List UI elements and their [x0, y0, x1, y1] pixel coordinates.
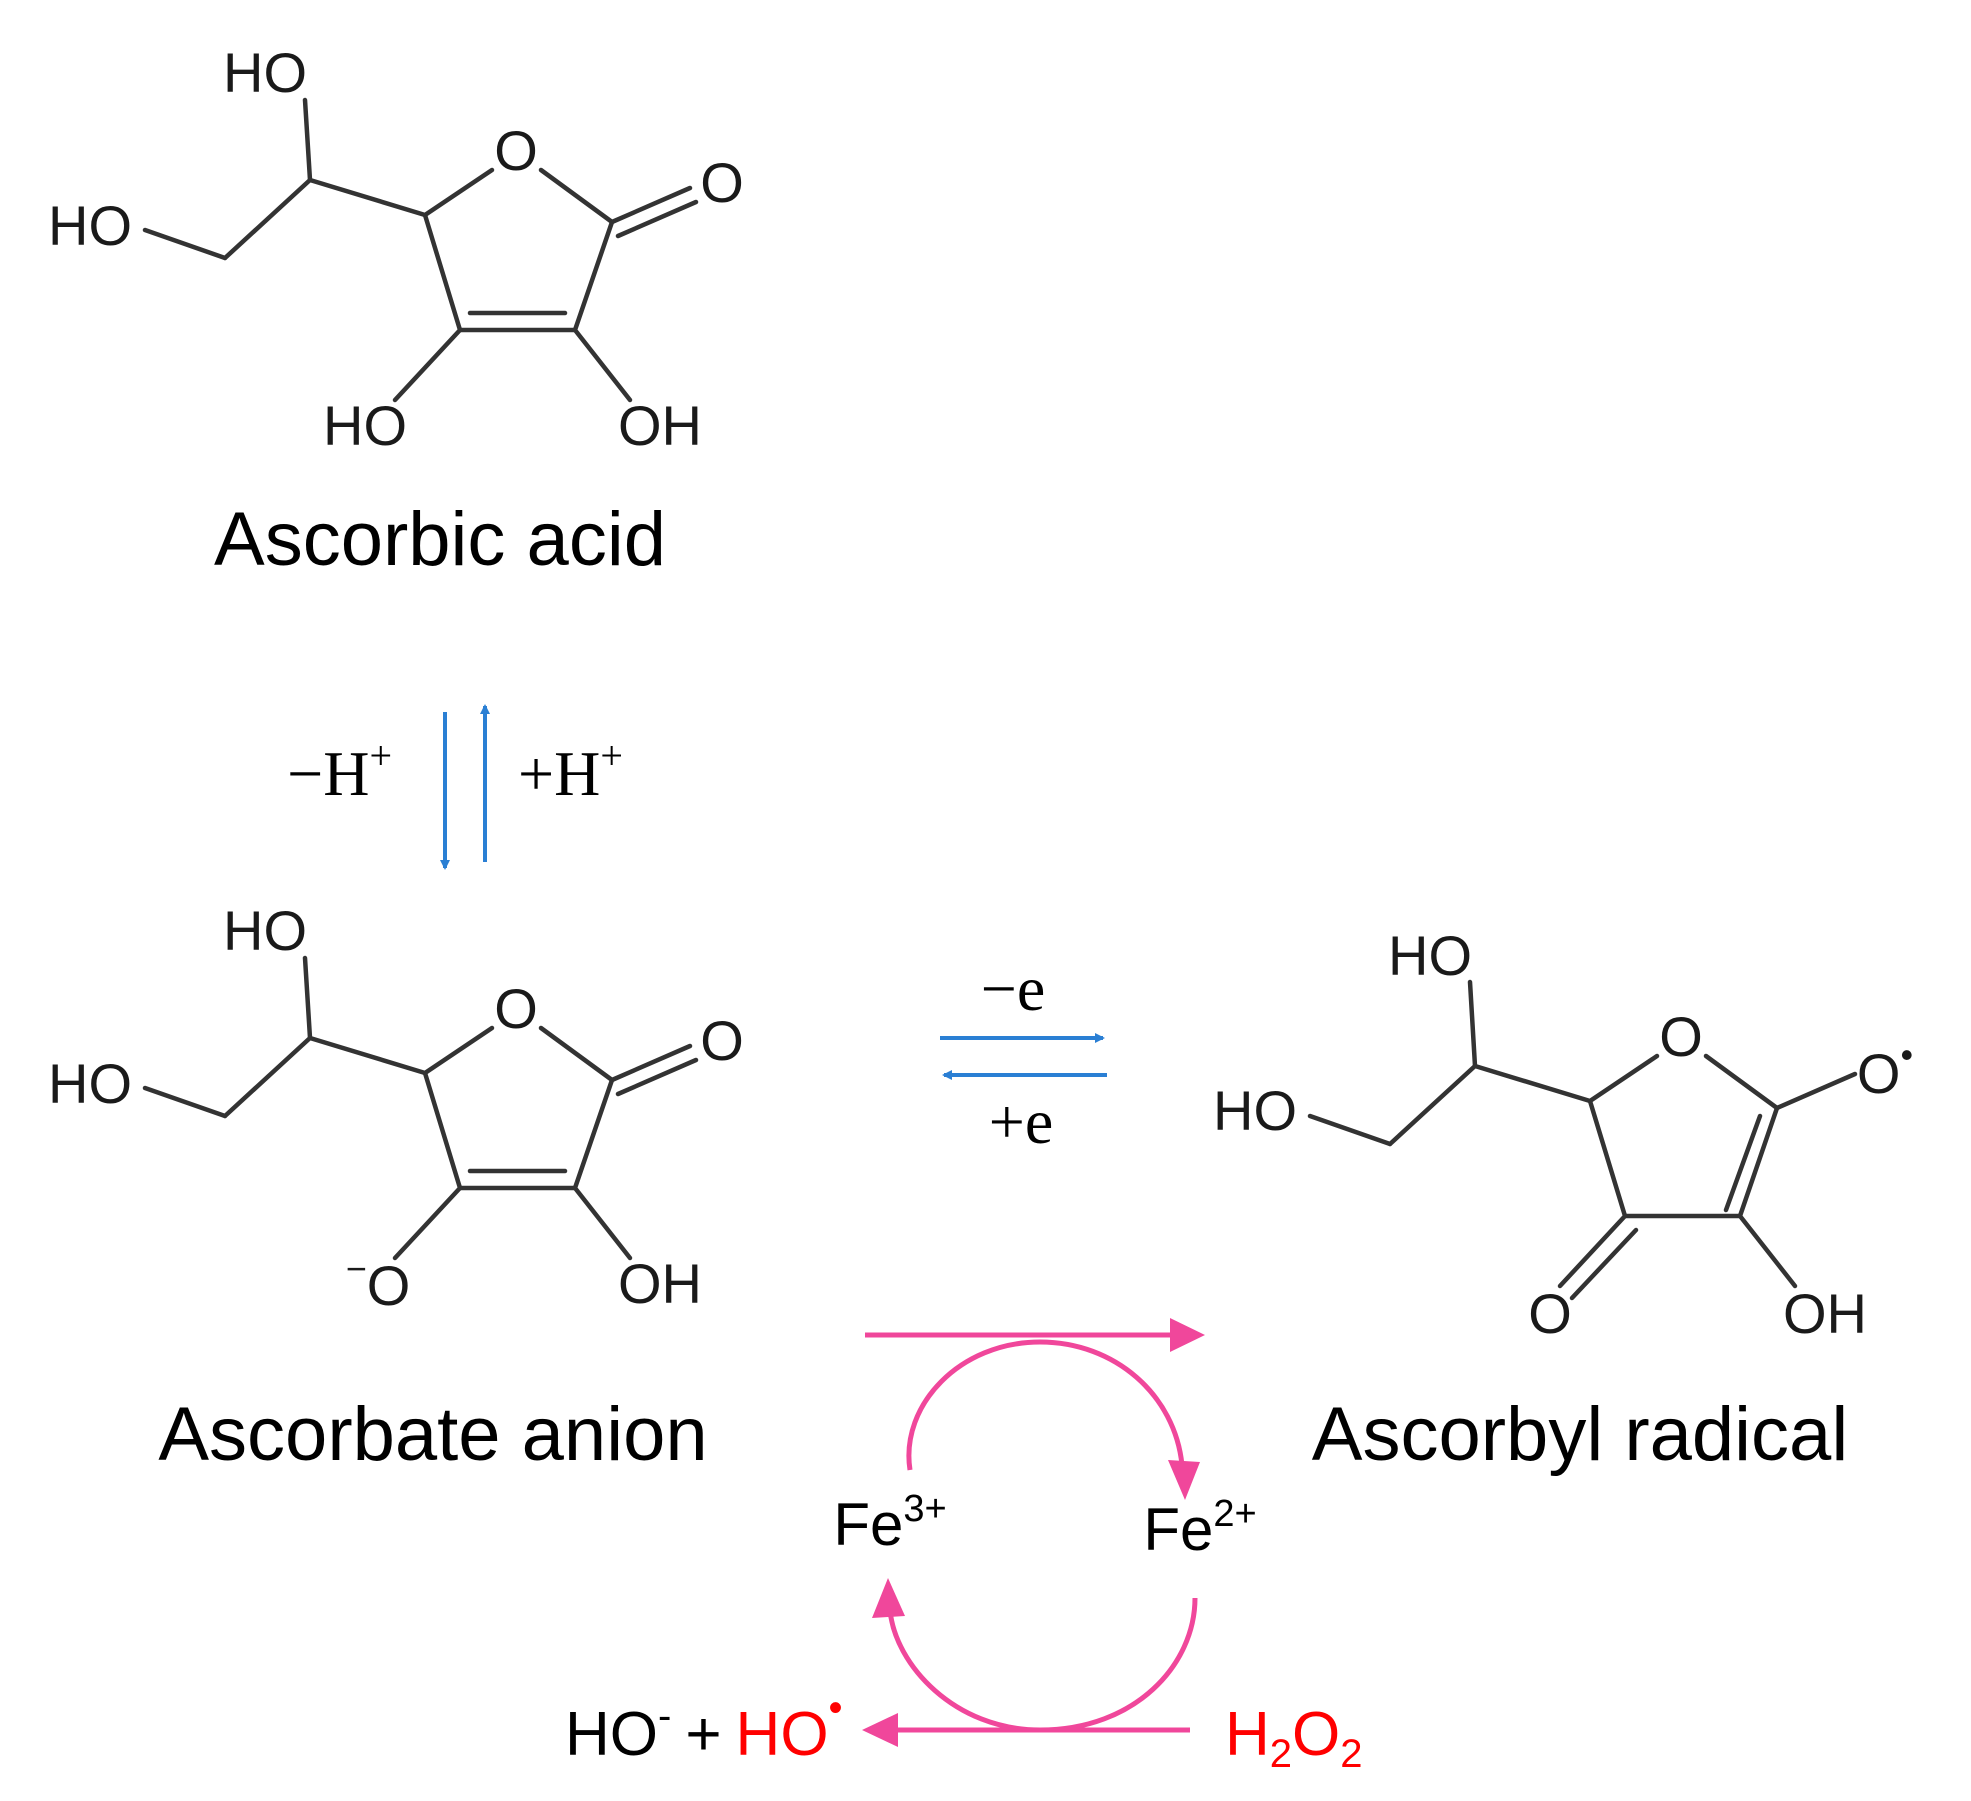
atom-carbonyl-o: O — [700, 1009, 744, 1072]
atom-ho-left: HO — [48, 1052, 132, 1115]
iron-redox-cycle: Fe3+ Fe2+ H2O2 HO-+HO• — [565, 1318, 1363, 1776]
reaction-products: HO-+HO• — [565, 1686, 843, 1769]
ascorbyl-radical-structure: HO HO O O• O OH — [1213, 924, 1913, 1345]
atom-keto-o: O — [1528, 1282, 1572, 1345]
oxidation-arc — [906, 1339, 1185, 1471]
ascorbate-anion-bonds — [142, 955, 699, 1261]
reduction-arc-arrowhead — [872, 1578, 905, 1618]
atom-ring-o: O — [494, 977, 538, 1040]
oxidation-label: −e — [981, 953, 1046, 1024]
atom-ring-o: O — [1659, 1005, 1703, 1068]
ascorbic-acid-structure: HO HO O O HO OH — [48, 41, 744, 457]
top-cycle-arrowhead — [1170, 1318, 1205, 1352]
atom-carbonyl-o: O — [700, 151, 744, 214]
protonation-equilibrium: −H+ +H+ — [287, 704, 623, 870]
bottom-cycle-arrowhead — [862, 1713, 898, 1747]
atom-oh-bottom-right: OH — [618, 1252, 702, 1315]
oxidation-arc-arrowhead — [1168, 1460, 1200, 1500]
atom-ho-top: HO — [223, 41, 307, 104]
atom-ho-bottom-left: HO — [323, 394, 407, 457]
electron-transfer-equilibrium: −e +e — [940, 953, 1107, 1157]
ascorbate-anion-label: Ascorbate anion — [158, 1392, 707, 1477]
ascorbyl-radical-label: Ascorbyl radical — [1312, 1392, 1848, 1477]
atom-ho-top: HO — [223, 899, 307, 962]
atom-ho-top: HO — [1388, 924, 1472, 987]
ascorbic-acid-label: Ascorbic acid — [214, 497, 666, 582]
ascorbyl-radical-bonds — [1307, 979, 1858, 1301]
deprotonation-label: −H+ — [287, 733, 392, 809]
atom-anion-o: −O — [346, 1248, 411, 1317]
fe2-ion: Fe2+ — [1143, 1493, 1256, 1563]
atom-ho-left: HO — [48, 194, 132, 257]
protonation-label: +H+ — [518, 733, 623, 809]
atom-oh-bottom-right: OH — [1783, 1282, 1867, 1345]
fe3-ion: Fe3+ — [833, 1488, 946, 1558]
reduction-arc — [887, 1597, 1198, 1733]
ascorbate-anion-structure: HO HO O O −O OH — [48, 899, 744, 1317]
atom-ho-left: HO — [1213, 1079, 1297, 1142]
atom-ring-o: O — [494, 119, 538, 182]
ascorbic-acid-bonds — [142, 97, 699, 403]
atom-radical-o: O• — [1857, 1034, 1913, 1105]
atom-oh-bottom-right: OH — [618, 394, 702, 457]
hydrogen-peroxide: H2O2 — [1225, 1700, 1363, 1776]
reduction-label: +e — [989, 1086, 1054, 1157]
